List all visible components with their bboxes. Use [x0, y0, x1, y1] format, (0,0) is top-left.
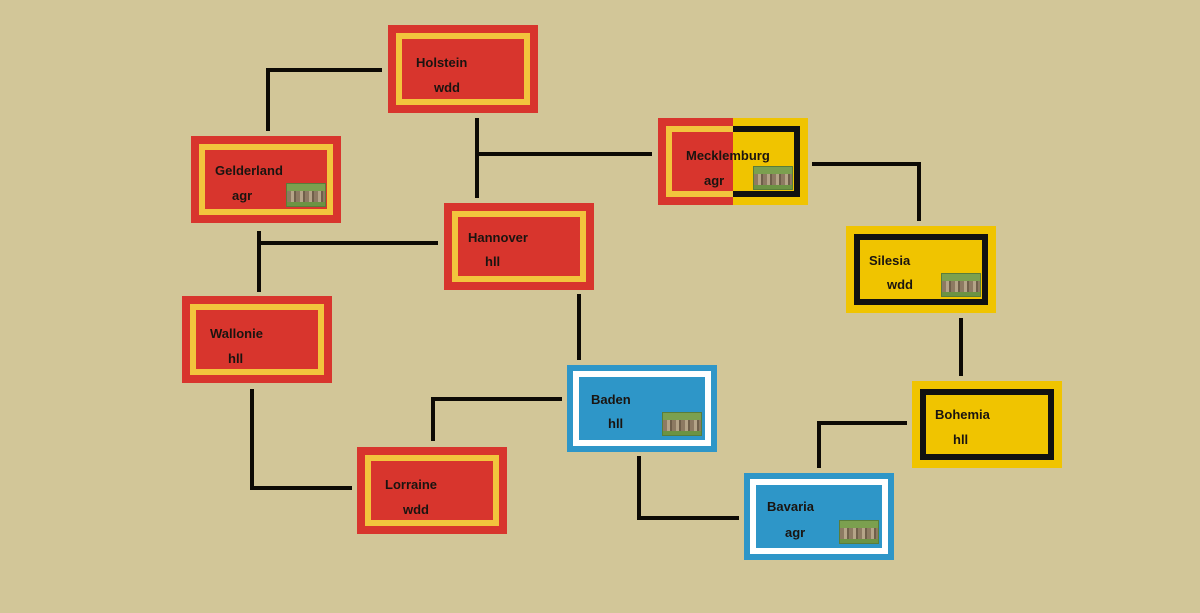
- region-border: [365, 455, 499, 526]
- connection-line: [812, 162, 921, 166]
- region-resource: hll: [485, 254, 501, 269]
- connection-line: [959, 318, 963, 376]
- connection-line: [637, 456, 641, 520]
- connection-line: [637, 516, 739, 520]
- region-resource: agr: [785, 525, 806, 540]
- connection-line: [475, 118, 479, 198]
- region-name: Holstein: [416, 55, 468, 70]
- region-name: Gelderland: [215, 163, 283, 178]
- region-border: [750, 479, 888, 554]
- region-border: [920, 389, 1054, 460]
- connection-line: [266, 68, 270, 131]
- region-border: [854, 234, 988, 305]
- region-border: [396, 33, 530, 105]
- region-border: [199, 144, 333, 215]
- region-hannover[interactable]: Hannover hll: [444, 203, 594, 290]
- region-wallonie[interactable]: Wallonie hll: [182, 296, 332, 383]
- connection-line: [817, 421, 821, 468]
- connection-line: [475, 152, 652, 156]
- connection-line: [577, 294, 581, 360]
- castle-image-icon: [753, 166, 793, 190]
- region-name: Silesia: [869, 253, 911, 268]
- region-gelderland[interactable]: Gelderland agr: [191, 136, 341, 223]
- region-name: Hannover: [468, 230, 528, 245]
- region-bohemia[interactable]: Bohemia hll: [912, 381, 1062, 468]
- region-silesia[interactable]: Silesia wdd: [846, 226, 996, 313]
- region-resource: hll: [953, 432, 969, 447]
- region-name: Bavaria: [767, 499, 814, 514]
- region-resource: wdd: [887, 277, 913, 292]
- region-lorraine[interactable]: Lorraine wdd: [357, 447, 507, 534]
- region-resource: agr: [704, 173, 725, 188]
- region-resource: wdd: [403, 502, 429, 517]
- region-resource: hll: [228, 351, 244, 366]
- region-border: [452, 211, 586, 282]
- region-name: Mecklemburg: [686, 148, 770, 163]
- region-mecklemburg[interactable]: Mecklemburg agr: [658, 118, 808, 205]
- region-border: [573, 371, 711, 446]
- connection-line: [917, 162, 921, 221]
- region-border-left: [666, 126, 733, 197]
- region-resource: agr: [232, 188, 253, 203]
- region-resource: wdd: [434, 80, 460, 95]
- connection-line: [257, 241, 438, 245]
- connection-line: [431, 397, 435, 441]
- connection-line: [250, 389, 254, 490]
- region-bavaria[interactable]: Bavaria agr: [744, 473, 894, 560]
- region-name: Baden: [591, 392, 631, 407]
- region-border-right: [733, 126, 800, 197]
- castle-image-icon: [286, 183, 326, 207]
- region-holstein[interactable]: Holstein wdd: [388, 25, 538, 113]
- region-name: Lorraine: [385, 477, 438, 492]
- connection-line: [266, 68, 382, 72]
- region-name: Wallonie: [210, 326, 263, 341]
- region-border: [190, 304, 324, 375]
- connection-line: [257, 231, 261, 292]
- castle-image-icon: [941, 273, 981, 297]
- connection-line: [431, 397, 562, 401]
- connection-line: [250, 486, 352, 490]
- region-resource: hll: [608, 416, 624, 431]
- castle-image-icon: [662, 412, 702, 436]
- region-baden[interactable]: Baden hll: [567, 365, 717, 452]
- castle-image-icon: [839, 520, 879, 544]
- region-name: Bohemia: [935, 407, 990, 422]
- connection-line: [817, 421, 907, 425]
